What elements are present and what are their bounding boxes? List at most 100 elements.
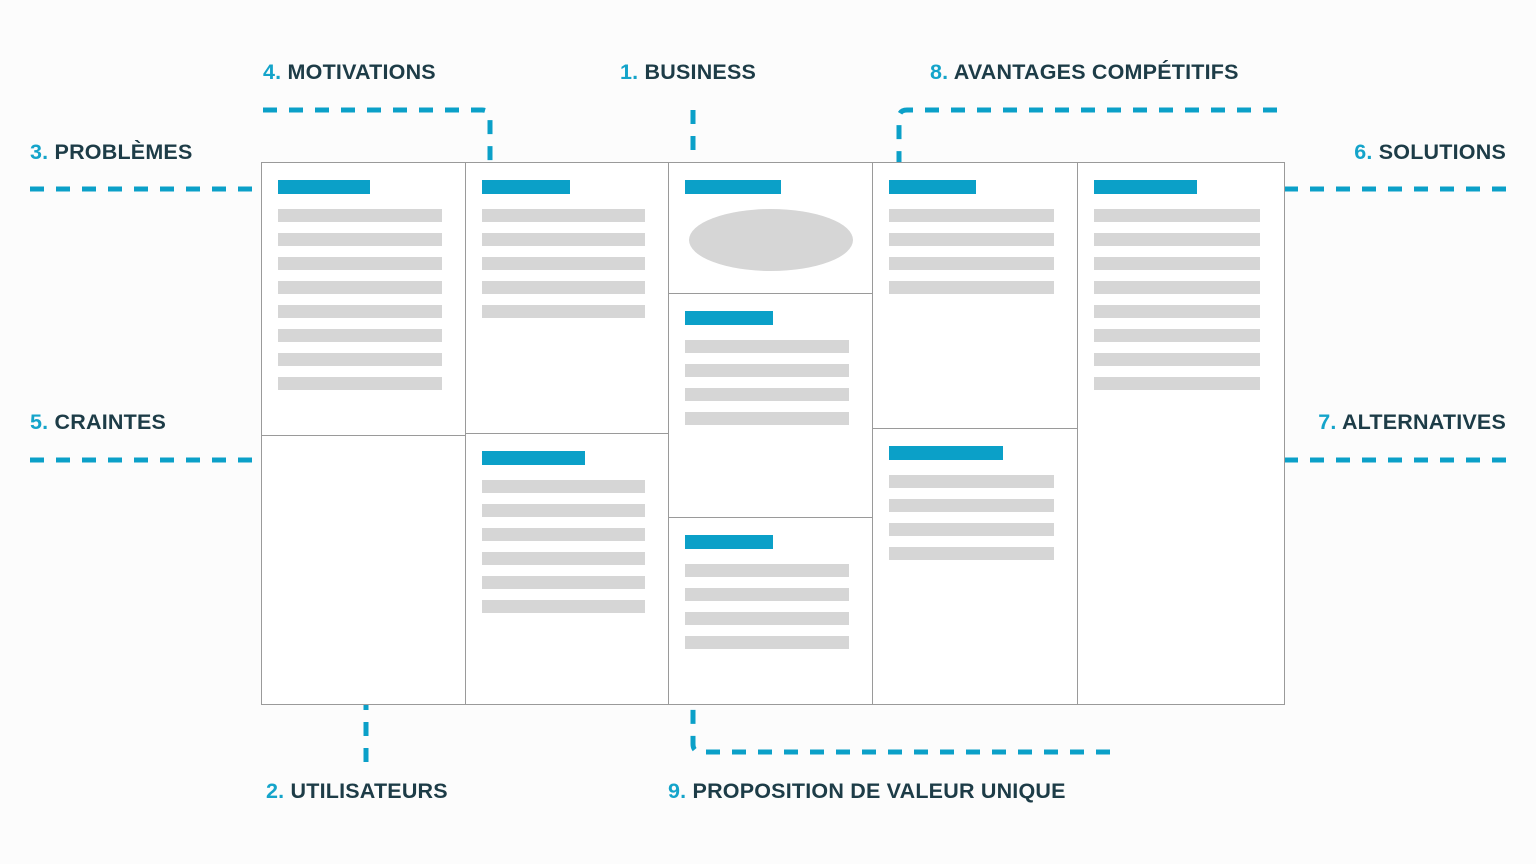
placeholder-line bbox=[482, 209, 646, 222]
placeholder-line bbox=[685, 340, 850, 353]
label-number: 9. bbox=[668, 779, 687, 803]
column-solutions bbox=[1078, 163, 1283, 704]
placeholder-line bbox=[889, 475, 1055, 488]
label-text: MOTIVATIONS bbox=[287, 60, 436, 84]
cell-header bbox=[685, 310, 856, 326]
column-problemes bbox=[262, 163, 466, 704]
placeholder-line bbox=[278, 233, 443, 246]
label-proposition-valeur-unique: 9. PROPOSITION DE VALEUR UNIQUE bbox=[668, 779, 1066, 803]
label-number: 5. bbox=[30, 410, 49, 434]
label-number: 3. bbox=[30, 140, 49, 164]
cell-header bbox=[482, 450, 652, 466]
cell-header bbox=[482, 179, 652, 195]
placeholder-line bbox=[482, 480, 646, 493]
placeholder-line bbox=[278, 305, 443, 318]
label-solutions: 6. SOLUTIONS bbox=[1354, 140, 1506, 164]
placeholder-line bbox=[278, 281, 443, 294]
placeholder-line bbox=[685, 412, 850, 425]
label-number: 4. bbox=[263, 60, 282, 84]
cell-proposition-valeur[interactable] bbox=[669, 518, 872, 704]
placeholder-line bbox=[482, 257, 646, 270]
cell-title-bar bbox=[889, 180, 976, 194]
label-utilisateurs: 2. UTILISATEURS bbox=[266, 779, 448, 803]
placeholder-line bbox=[482, 504, 646, 517]
placeholder-line bbox=[889, 281, 1055, 294]
label-text: AVANTAGES COMPÉTITIFS bbox=[953, 60, 1239, 84]
column-motivations-craintes bbox=[466, 163, 669, 704]
cell-business[interactable] bbox=[669, 163, 872, 294]
label-avantages-competitifs: 8. AVANTAGES COMPÉTITIFS bbox=[930, 60, 1239, 84]
cell-title-bar bbox=[685, 311, 773, 325]
cell-problemes-lower[interactable] bbox=[262, 436, 465, 704]
label-text: SOLUTIONS bbox=[1378, 140, 1506, 164]
column-business bbox=[669, 163, 873, 704]
cell-title-bar bbox=[278, 180, 370, 194]
cell-solutions[interactable] bbox=[1078, 163, 1283, 704]
placeholder-line bbox=[1094, 329, 1261, 342]
placeholder-line bbox=[685, 636, 850, 649]
cell-title-bar bbox=[482, 451, 585, 465]
cell-header bbox=[889, 445, 1061, 461]
label-text: PROBLÈMES bbox=[54, 140, 193, 164]
placeholder-line bbox=[889, 547, 1055, 560]
cell-header bbox=[1094, 179, 1267, 195]
cell-problemes[interactable] bbox=[262, 163, 465, 436]
business-ellipse-shape bbox=[688, 209, 853, 271]
label-text: ALTERNATIVES bbox=[1341, 410, 1506, 434]
placeholder-line bbox=[1094, 233, 1261, 246]
placeholder-line bbox=[278, 257, 443, 270]
label-text: PROPOSITION DE VALEUR UNIQUE bbox=[692, 779, 1066, 803]
placeholder-line bbox=[1094, 209, 1261, 222]
placeholder-line bbox=[482, 305, 646, 318]
placeholder-line bbox=[482, 233, 646, 246]
canvas-board bbox=[261, 162, 1285, 705]
placeholder-line bbox=[278, 209, 443, 222]
cell-title-bar bbox=[685, 535, 773, 549]
cell-craintes[interactable] bbox=[466, 434, 668, 704]
label-problemes: 3. PROBLÈMES bbox=[30, 140, 193, 164]
label-motivations: 4. MOTIVATIONS bbox=[263, 60, 436, 84]
placeholder-line bbox=[685, 612, 850, 625]
placeholder-line bbox=[278, 377, 443, 390]
placeholder-line bbox=[278, 353, 443, 366]
label-number: 8. bbox=[930, 60, 949, 84]
placeholder-line bbox=[1094, 353, 1261, 366]
cell-motivations[interactable] bbox=[466, 163, 668, 434]
placeholder-line bbox=[685, 588, 850, 601]
placeholder-line bbox=[889, 523, 1055, 536]
cell-header bbox=[889, 179, 1061, 195]
placeholder-line bbox=[889, 499, 1055, 512]
placeholder-line bbox=[1094, 305, 1261, 318]
cell-avantages-competitifs[interactable] bbox=[873, 163, 1077, 429]
placeholder-line bbox=[482, 600, 646, 613]
cell-header bbox=[685, 534, 856, 550]
label-number: 6. bbox=[1354, 140, 1373, 164]
placeholder-line bbox=[278, 329, 443, 342]
placeholder-line bbox=[889, 233, 1055, 246]
label-number: 7. bbox=[1318, 410, 1337, 434]
cell-alternatives[interactable] bbox=[873, 429, 1077, 704]
placeholder-line bbox=[685, 364, 850, 377]
placeholder-line bbox=[482, 528, 646, 541]
cell-header bbox=[278, 179, 449, 195]
cell-title-bar bbox=[685, 180, 781, 194]
cell-utilisateurs[interactable] bbox=[669, 294, 872, 518]
cell-title-bar bbox=[1094, 180, 1197, 194]
label-number: 1. bbox=[620, 60, 639, 84]
placeholder-line bbox=[482, 552, 646, 565]
label-business: 1. BUSINESS bbox=[620, 60, 757, 84]
placeholder-line bbox=[889, 257, 1055, 270]
label-text: UTILISATEURS bbox=[290, 779, 448, 803]
placeholder-line bbox=[1094, 257, 1261, 270]
label-text: CRAINTES bbox=[54, 410, 167, 434]
cell-header bbox=[685, 179, 856, 195]
cell-title-bar bbox=[889, 446, 1003, 460]
label-alternatives: 7. ALTERNATIVES bbox=[1318, 410, 1506, 434]
column-avantages-alternatives bbox=[873, 163, 1078, 704]
label-text: BUSINESS bbox=[644, 60, 757, 84]
placeholder-line bbox=[685, 564, 850, 577]
placeholder-line bbox=[482, 281, 646, 294]
label-number: 2. bbox=[266, 779, 285, 803]
placeholder-line bbox=[482, 576, 646, 589]
placeholder-line bbox=[889, 209, 1055, 222]
